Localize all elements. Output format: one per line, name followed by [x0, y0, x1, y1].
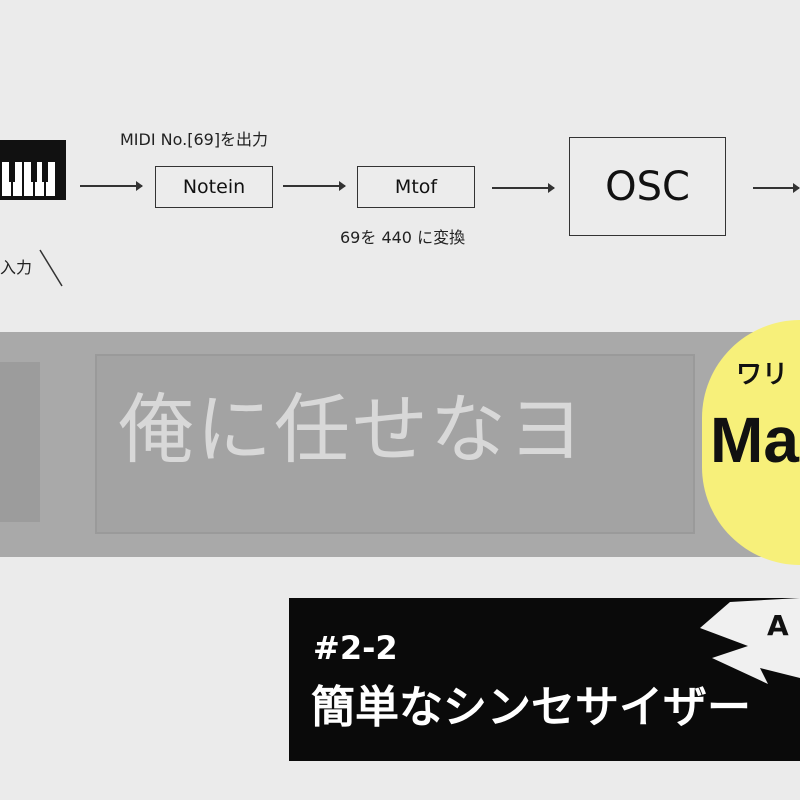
banner-text: 俺に任せなヨ: [118, 385, 586, 474]
mtof-box: Mtof: [357, 166, 475, 208]
arrow: [283, 181, 346, 191]
notein-box: Notein: [155, 166, 273, 208]
arrow: [80, 181, 143, 191]
slash-line: [39, 249, 63, 287]
badge-logo: ワリ: [736, 360, 789, 390]
burst-text: A: [767, 609, 789, 642]
osc-box: OSC: [569, 137, 726, 236]
burst-shape: [700, 598, 800, 684]
keyboard-icon: [0, 140, 66, 200]
convert-label: 69を 440 に変換: [340, 228, 466, 247]
arrow: [753, 183, 800, 193]
episode-number: #2-2: [313, 629, 398, 667]
badge-text: Ma: [710, 404, 799, 476]
title-card: A #2-2 簡単なシンセサイザー: [289, 598, 800, 761]
arrow: [492, 183, 555, 193]
keyboard-label: 入力: [0, 258, 33, 277]
midi-label: MIDI No.[69]を出力: [120, 130, 269, 149]
banner: 俺に任せなヨ: [0, 332, 800, 557]
title: 簡単なシンセサイザー: [311, 682, 751, 733]
